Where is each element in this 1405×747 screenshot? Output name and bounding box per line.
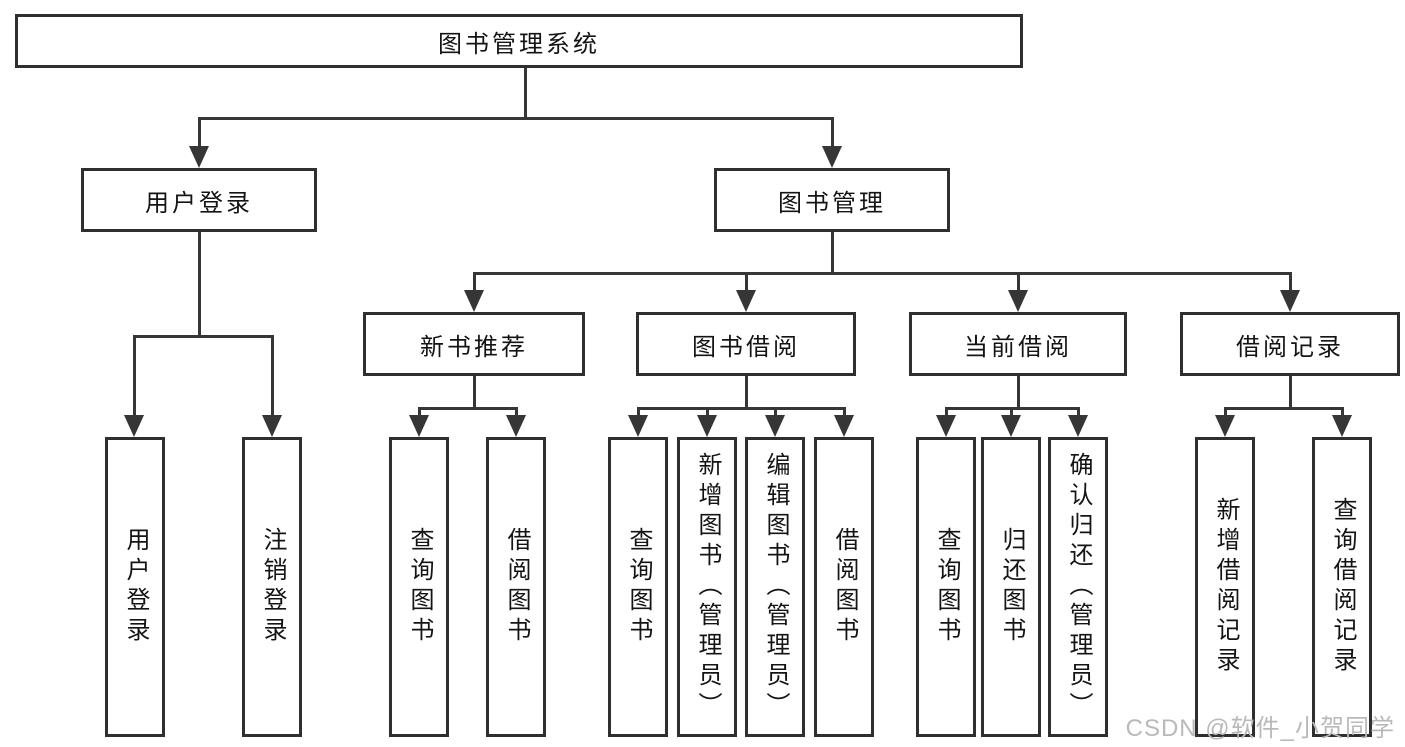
- leaf-return-books: 归还图书: [981, 437, 1041, 737]
- node-label: 确认归还（管理员）: [1065, 452, 1092, 722]
- arrow-down-icon: [1001, 415, 1021, 437]
- leaf-edit-books-admin: 编辑图书（管理员）: [745, 437, 805, 737]
- connector-line-v: [1017, 272, 1020, 292]
- connector-line-h: [637, 407, 845, 410]
- connector-line-v: [271, 335, 274, 417]
- leaf-confirm-return-admin: 确认归还（管理员）: [1048, 437, 1108, 737]
- node-label: 新增图书（管理员）: [694, 452, 721, 722]
- arrow-down-icon: [628, 415, 648, 437]
- arrow-down-icon: [124, 415, 144, 437]
- arrow-down-icon: [464, 290, 484, 312]
- node-label: 图书借阅: [692, 333, 800, 361]
- node-user-login-module: 用户登录: [81, 168, 317, 232]
- node-label: 新增借阅记录: [1212, 497, 1239, 677]
- leaf-borrow-books: 借阅图书: [814, 437, 874, 737]
- connector-line-v: [637, 407, 640, 417]
- connector-line-v: [831, 117, 834, 148]
- connector-line-v: [515, 407, 518, 417]
- connector-line-h: [133, 335, 274, 338]
- node-label: 查询图书: [933, 527, 960, 647]
- node-label: 查询图书: [406, 527, 433, 647]
- connector-line-v: [831, 232, 834, 274]
- leaf-query-borrow-record: 查询借阅记录: [1312, 437, 1372, 737]
- connector-line-v: [198, 117, 201, 148]
- connector-line-v: [1289, 376, 1292, 408]
- node-label: 图书管理: [778, 189, 886, 217]
- connector-line-v: [1289, 272, 1292, 292]
- connector-line-v: [945, 407, 948, 417]
- connector-line-v: [1010, 407, 1013, 417]
- connector-line-v: [774, 407, 777, 417]
- arrow-down-icon: [765, 415, 785, 437]
- arrow-down-icon: [822, 146, 842, 168]
- node-label: 用户登录: [122, 527, 149, 647]
- connector-line-v: [843, 407, 846, 417]
- arrow-down-icon: [1008, 290, 1028, 312]
- node-label: 借阅记录: [1236, 333, 1344, 361]
- connector-line-v: [1017, 376, 1020, 408]
- connector-line-v: [745, 272, 748, 292]
- arrow-down-icon: [1332, 415, 1352, 437]
- node-current-borrowing: 当前借阅: [909, 312, 1127, 376]
- arrow-down-icon: [936, 415, 956, 437]
- arrow-down-icon: [409, 415, 429, 437]
- node-label: 借阅图书: [831, 527, 858, 647]
- leaf-query-books-current: 查询图书: [916, 437, 976, 737]
- node-label: 新书推荐: [420, 333, 528, 361]
- connector-line-v: [473, 376, 476, 408]
- connector-line-v: [524, 68, 527, 118]
- node-label: 注销登录: [259, 527, 286, 647]
- node-borrowing-records: 借阅记录: [1180, 312, 1400, 376]
- connector-line-v: [1341, 407, 1344, 417]
- node-label: 归还图书: [998, 527, 1025, 647]
- arrow-down-icon: [262, 415, 282, 437]
- connector-line-v: [198, 232, 201, 336]
- node-label: 查询借阅记录: [1329, 497, 1356, 677]
- node-new-book-recommendation: 新书推荐: [363, 312, 585, 376]
- connector-line-h: [198, 117, 834, 120]
- connector-line-h: [473, 272, 1292, 275]
- node-label: 借阅图书: [503, 527, 530, 647]
- leaf-user-login: 用户登录: [105, 437, 165, 737]
- arrow-down-icon: [697, 415, 717, 437]
- arrow-down-icon: [736, 290, 756, 312]
- arrow-down-icon: [1280, 290, 1300, 312]
- leaf-add-borrow-record: 新增借阅记录: [1195, 437, 1255, 737]
- connector-line-v: [745, 376, 748, 408]
- node-library-management-system: 图书管理系统: [15, 14, 1023, 68]
- node-label: 查询图书: [625, 527, 652, 647]
- node-book-borrowing: 图书借阅: [636, 312, 856, 376]
- leaf-logout-login: 注销登录: [242, 437, 302, 737]
- connector-line-v: [133, 335, 136, 417]
- watermark-text: CSDN @软件_小贺同学: [1125, 715, 1395, 742]
- node-label: 用户登录: [145, 189, 253, 217]
- connector-line-v: [418, 407, 421, 417]
- node-label: 编辑图书（管理员）: [762, 452, 789, 722]
- leaf-add-books-admin: 新增图书（管理员）: [677, 437, 737, 737]
- node-book-management-module: 图书管理: [714, 168, 950, 232]
- arrow-down-icon: [834, 415, 854, 437]
- connector-line-v: [1224, 407, 1227, 417]
- connector-line-v: [706, 407, 709, 417]
- node-label: 图书管理系统: [438, 30, 600, 58]
- node-label: 当前借阅: [964, 333, 1072, 361]
- leaf-query-books-borrowing: 查询图书: [608, 437, 668, 737]
- arrow-down-icon: [189, 146, 209, 168]
- arrow-down-icon: [506, 415, 526, 437]
- leaf-query-books-recommend: 查询图书: [389, 437, 449, 737]
- connector-line-v: [473, 272, 476, 292]
- arrow-down-icon: [1215, 415, 1235, 437]
- connector-line-h: [418, 407, 518, 410]
- arrow-down-icon: [1068, 415, 1088, 437]
- leaf-borrow-books-recommend: 借阅图书: [486, 437, 546, 737]
- connector-line-v: [1077, 407, 1080, 417]
- connector-line-h: [1224, 407, 1343, 410]
